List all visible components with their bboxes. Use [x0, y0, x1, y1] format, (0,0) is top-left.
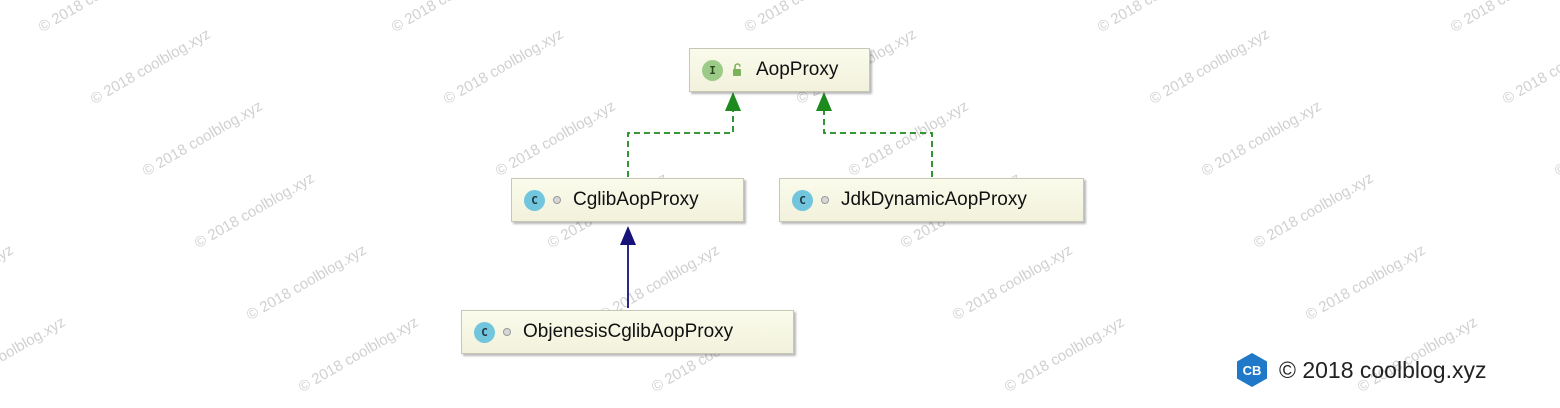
- unlock-icon: [733, 63, 741, 76]
- node-label: CglibAopProxy: [573, 189, 699, 210]
- visibility-icon: [821, 196, 829, 204]
- edge-jdk-implements-aopproxy: [816, 92, 933, 177]
- node-label: ObjenesisCglibAopProxy: [523, 321, 734, 342]
- svg-text:CB: CB: [1243, 363, 1262, 378]
- visibility-icon: [553, 196, 561, 204]
- node-label: AopProxy: [756, 59, 839, 80]
- edge-objenesis-extends-cglib: [620, 226, 636, 308]
- footer-brand: CB © 2018 coolblog.xyz: [1235, 352, 1486, 388]
- node-aop-proxy[interactable]: I AopProxy: [689, 48, 870, 92]
- class-icon: C: [524, 189, 545, 211]
- edge-cglib-implements-aopproxy: [627, 92, 741, 177]
- interface-icon: I: [702, 59, 723, 81]
- visibility-icon: [503, 328, 511, 336]
- footer-copyright: © 2018 coolblog.xyz: [1279, 356, 1487, 383]
- node-jdk-dynamic-aop-proxy[interactable]: C JdkDynamicAopProxy: [779, 178, 1084, 222]
- node-label: JdkDynamicAopProxy: [841, 189, 1027, 210]
- node-objenesis-cglib-aop-proxy[interactable]: C ObjenesisCglibAopProxy: [461, 310, 794, 354]
- node-cglib-aop-proxy[interactable]: C CglibAopProxy: [511, 178, 744, 222]
- coolblog-logo-icon: CB: [1237, 353, 1267, 387]
- class-icon: C: [474, 321, 495, 343]
- class-icon: C: [792, 189, 813, 211]
